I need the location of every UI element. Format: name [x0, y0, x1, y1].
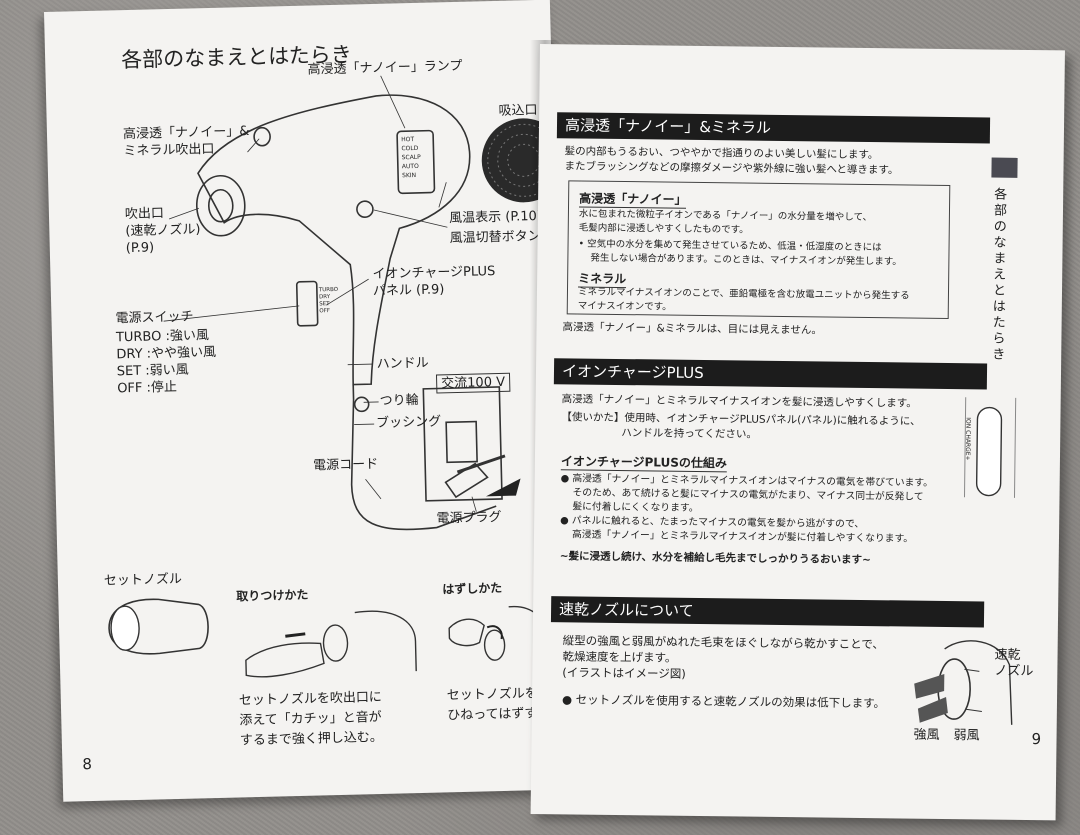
label-cord: 電源コード — [312, 456, 379, 474]
switch-mark-off: OFF — [319, 308, 331, 315]
nanoe-footer: 高浸透「ナノイー」&ミネラルは、目には見えません。 — [562, 321, 822, 337]
box-nanoe-title: 高浸透「ナノイー」 — [579, 189, 687, 209]
attach-illustration — [245, 610, 417, 678]
panel-mark-skin: SKIN — [402, 171, 417, 180]
label-weak-wind: 弱風 — [953, 728, 980, 744]
section-header-nanoe-mineral: 高浸透「ナノイー」&ミネラル — [556, 112, 991, 144]
label-switch-title: 電源スイッチ — [115, 309, 194, 327]
left-page: 各部のなまえとはたらき — [44, 0, 570, 802]
attach-text-line3: するまで強く押し込む。 — [239, 729, 384, 749]
detach-heading: はずしかた — [442, 580, 503, 597]
label-strong-wind: 強風 — [913, 727, 940, 743]
box-note-line2: 発生しない場合があります。このときは、マイナスイオンが発生します。 — [590, 252, 902, 268]
label-blow-line3: (P.9) — [125, 240, 155, 257]
definition-box: 高浸透「ナノイー」 水に包まれた微粒子イオンである「ナノイー」の水分量を増やして… — [566, 180, 951, 320]
ion-panel-illustration — [963, 397, 1017, 498]
quick-dry-nozzle-illustration — [914, 640, 1013, 725]
panel-mark-cold: COLD — [401, 144, 419, 153]
page-number-right: 9 — [1031, 730, 1042, 749]
label-switch-dry: DRY :やや強い風 — [116, 344, 217, 363]
label-temp-button: 風温切替ボタン — [449, 228, 541, 247]
panel-mark-scalp: SCALP — [401, 153, 421, 162]
nanoe-body-line2: またブラッシングなどの摩擦ダメージや紫外線に強い髪へと導きます。 — [564, 160, 899, 177]
label-blow-line2: (速乾ノズル) — [125, 222, 201, 240]
set-nozzle-illustration — [108, 598, 209, 655]
label-temp-display: 風温表示 (P.10) — [448, 208, 543, 227]
label-plug: 電源プラグ — [436, 509, 502, 527]
ion-body: 高浸透「ナノイー」とミネラルマイナスイオンを髪に浸透しやすくします。 — [561, 393, 917, 410]
section-header-quick-dry: 速乾ノズルについて — [550, 596, 985, 628]
right-page: 高浸透「ナノイー」&ミネラル 髪の内部もうるおい、つややかで指通りのよい美しい髪… — [530, 44, 1065, 821]
section-header-ion-charge: イオンチャージPLUS — [553, 358, 988, 390]
label-blow-line1: 吹出口 — [124, 206, 165, 223]
label-ion-panel-line2: パネル (P.9) — [372, 282, 445, 300]
attach-heading: 取りつけかた — [236, 587, 309, 604]
label-quick-nozzle-line1: 速乾 — [994, 647, 1021, 663]
label-handle: ハンドル — [376, 355, 429, 372]
side-tab-label: 各部のなまえとはたらき — [992, 187, 1008, 363]
label-outlet-line1: 高浸透「ナノイー」& — [122, 124, 250, 143]
side-tab-marker — [991, 157, 1018, 178]
label-outlet-line2: ミネラル吹出口 — [123, 141, 215, 160]
ion-mechanism-title: イオンチャージPLUSの仕組み — [560, 452, 728, 473]
page-number-left: 8 — [82, 755, 93, 774]
panel-mark-hot: HOT — [401, 135, 415, 144]
ion-panel-mark: ION CHARGE+ — [963, 417, 972, 461]
label-ion-panel-line1: イオンチャージPLUS — [372, 264, 496, 283]
label-switch-off: OFF :停止 — [117, 379, 178, 397]
quick-dry-line3: (イラストはイメージ図) — [562, 665, 686, 681]
label-bushing: ブッシング — [375, 414, 442, 432]
label-ac-voltage: 交流100 V — [435, 372, 511, 394]
label-ring: つり輪 — [379, 392, 419, 409]
ion-tagline: ~髪に浸透し続け、水分を補給し毛先までしっかりうるおいます~ — [559, 550, 871, 567]
panel-mark-auto: AUTO — [401, 162, 419, 171]
label-quick-nozzle-line2: ノズル — [994, 663, 1034, 680]
quick-dry-note: ● セットノズルを使用すると速乾ノズルの効果は低下します。 — [561, 692, 886, 711]
